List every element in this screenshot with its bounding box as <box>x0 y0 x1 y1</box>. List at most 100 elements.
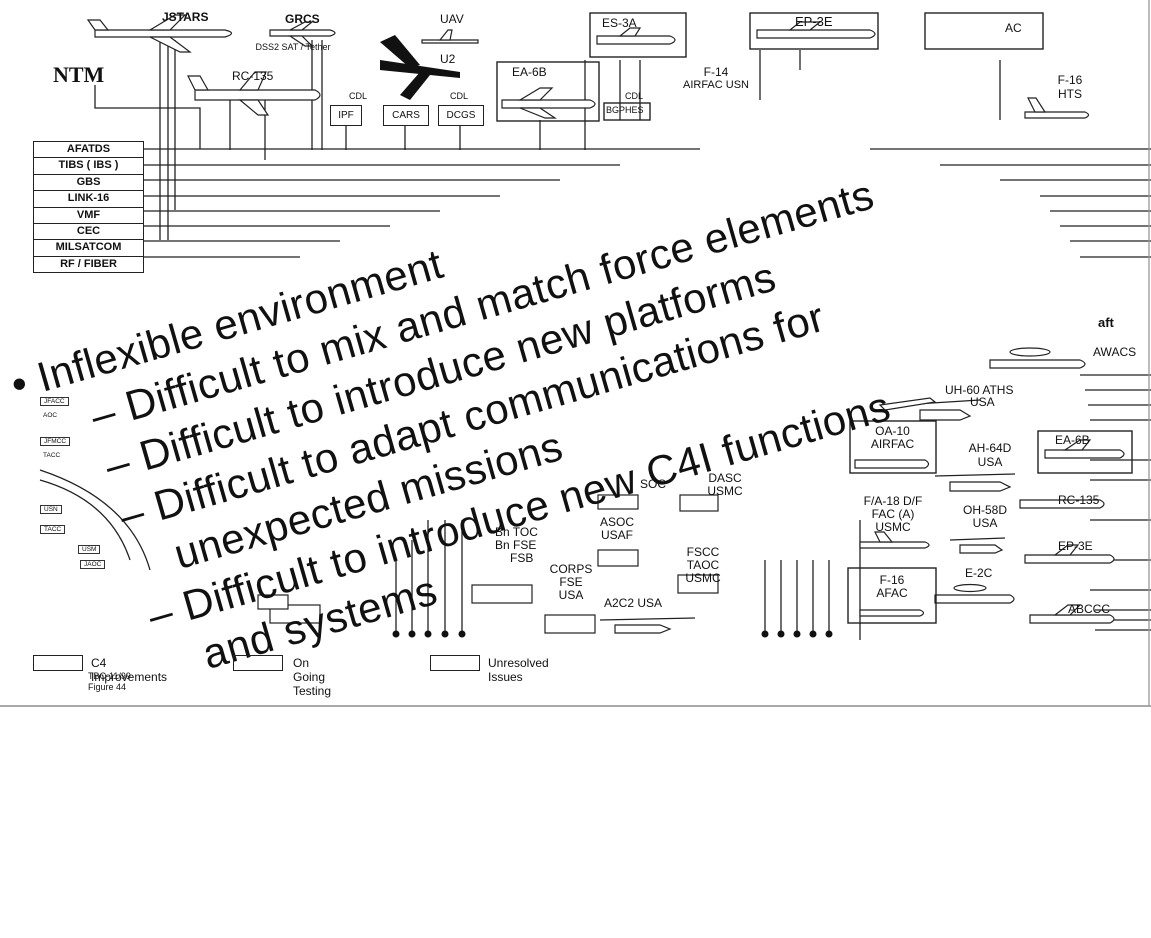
f16-afac-aircraft-icon <box>859 609 925 617</box>
e2c-label: E-2C <box>965 566 993 580</box>
dasc-usmc-label: USMC <box>707 484 743 498</box>
awacs-aircraft-icon <box>989 347 1086 369</box>
bn-toc-vehicle-icon <box>471 584 533 604</box>
ep3e-top-aircraft-icon <box>756 21 876 39</box>
left-vehicle2-icon <box>257 594 289 610</box>
f16-hts-label: F-16 <box>1057 73 1083 87</box>
fa18-label: F/A-18 D/F <box>863 494 923 508</box>
mini-jfmcc: JFMCC <box>40 437 71 446</box>
e2c-aircraft-icon <box>934 583 1015 604</box>
ntm-label: NTM <box>53 62 105 87</box>
aft-label: aft <box>1098 315 1114 330</box>
cdl-label-b: CDL <box>450 91 469 101</box>
link-afatds: AFATDS <box>33 141 144 159</box>
dasc-label: DASC <box>708 471 742 485</box>
fsb-label: FSB <box>510 551 534 565</box>
a2c2-label: A2C2 USA <box>604 596 663 610</box>
corps-fse-label: FSE <box>559 575 583 589</box>
ah64-label: AH-64D <box>968 441 1012 455</box>
jstars-aircraft-icon <box>86 14 233 53</box>
link-cec: CEC <box>33 223 144 241</box>
abccc-label: ABCCC <box>1068 602 1111 616</box>
link-bus-lines <box>0 0 1151 707</box>
oh58-helicopter-icon <box>949 537 1006 554</box>
mini-usn: USN <box>40 505 62 514</box>
rc135-aircraft-icon <box>187 71 321 116</box>
cdl-label-c: CDL <box>625 91 644 101</box>
uh60-usa-label: USA <box>970 395 995 409</box>
uav-icon <box>421 29 479 44</box>
bn-toc-label: Bn TOC <box>495 525 538 539</box>
oa10-airfac-label: AIRFAC <box>870 437 915 451</box>
awacs-label: AWACS <box>1093 345 1137 359</box>
ground-vehicle-icons <box>257 494 719 634</box>
soc-label: SOC <box>640 477 667 491</box>
asoc-label: ASOC <box>599 515 634 529</box>
fscc-label: FSCC <box>686 545 720 559</box>
ep3e-top-label: EP-3E <box>795 14 833 29</box>
mini-tacc2: TACC <box>40 525 66 534</box>
link-stack: AFATDS TIBS ( IBS ) GBS LINK-16 VMF CEC … <box>33 141 144 274</box>
fa18-aircraft-icon <box>859 531 930 549</box>
dcgs-box: DCGS <box>438 105 484 126</box>
architecture-diagram: NTM JSTARS GRCS DSS2 SAT / Tether UAV U2… <box>0 0 1151 707</box>
ea6b-top-label: EA-6B <box>512 65 547 79</box>
legend-swatch <box>430 655 480 671</box>
cars-box: CARS <box>383 105 429 126</box>
cdl-label-a: CDL <box>349 91 368 101</box>
a2c2-helicopter-icon <box>599 617 696 634</box>
mini-usm: USM <box>78 545 101 554</box>
mini-aoc: AOC <box>40 412 61 419</box>
ah64-helicopter-icon <box>934 473 1016 492</box>
bn-fse-label: Bn FSE <box>495 538 537 552</box>
legend-swatch <box>33 655 83 671</box>
legend-label: On Going Testing <box>293 656 332 698</box>
oh58-usa-label: USA <box>972 516 998 530</box>
es3a-aircraft-icon <box>596 27 676 45</box>
mini-jaoc: JAOC <box>80 560 106 569</box>
legend-label: C4 Improvements <box>91 656 168 684</box>
footer-figure: Figure 44 <box>88 682 127 692</box>
rc135-right-label: RC-135 <box>1058 493 1100 507</box>
soc-vehicle-icon <box>597 494 639 510</box>
taoc-label: TAOC <box>686 558 720 572</box>
small-jet-icon <box>878 397 937 411</box>
legend-swatch <box>233 655 283 671</box>
mini-tacc: TACC <box>40 452 64 459</box>
corps-label: CORPS <box>549 562 593 576</box>
uh60-helicopter-icon <box>899 399 981 421</box>
ah64-usa-label: USA <box>977 455 1003 469</box>
uav-label: UAV <box>440 12 464 26</box>
es3a-label: ES-3A <box>602 16 637 30</box>
fscc-vehicle-icon <box>677 574 719 594</box>
u2-aircraft-icon <box>380 35 460 100</box>
rc135-label: RC-135 <box>232 69 274 83</box>
link-rf-fiber: RF / FIBER <box>33 256 144 274</box>
f16-hts-aircraft-icon <box>1024 97 1090 119</box>
ipf-box: IPF <box>330 105 362 126</box>
oa10-label: OA-10 <box>875 424 910 438</box>
grcs-label: GRCS <box>285 12 320 26</box>
footer-code: TBC-11/99 <box>88 671 131 681</box>
oh58-label: OH-58D <box>962 503 1007 517</box>
link-16: LINK-16 <box>33 191 144 208</box>
grcs-aircraft-icon <box>269 21 336 47</box>
abccc-aircraft-icon <box>1029 604 1115 624</box>
corps-usa-label: USA <box>558 588 584 602</box>
u2-label: U2 <box>440 52 456 66</box>
ea6b-top-aircraft-icon <box>501 87 596 119</box>
legend-label: Unresolved Issues <box>488 656 549 684</box>
ea6b-right-aircraft-icon <box>1044 439 1125 459</box>
asoc-vehicle-icon <box>597 549 639 567</box>
corps-vehicle-icon <box>544 614 596 634</box>
fa18-usmc-label: USMC <box>875 520 911 534</box>
fscc-usmc-label: USMC <box>685 571 721 585</box>
ea6b-right-label: EA-6B <box>1055 433 1090 447</box>
ac-top-label: AC <box>1005 21 1022 35</box>
oa10-aircraft-icon <box>854 459 930 469</box>
afac-label: AFAC <box>876 586 908 600</box>
rc135-right-aircraft-icon <box>1019 499 1105 509</box>
aircraft-icons <box>86 14 1125 634</box>
link-milsatcom: MILSATCOM <box>33 240 144 257</box>
f16-label: F-16 <box>879 573 905 587</box>
